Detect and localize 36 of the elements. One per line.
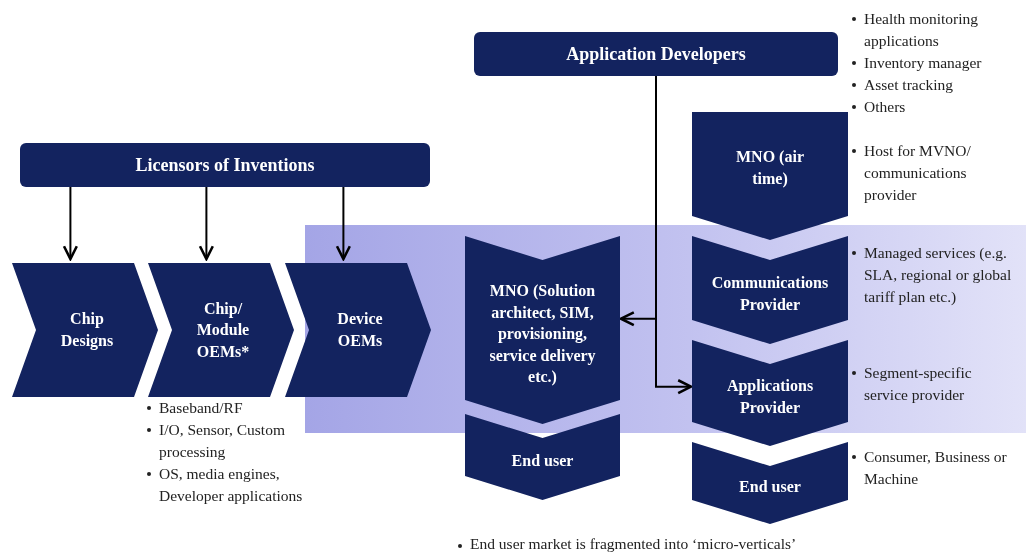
chevron-stage — [692, 442, 848, 524]
chevron-stage — [465, 414, 620, 500]
chevron-stage — [692, 112, 848, 240]
arrow — [62, 186, 79, 261]
bullet-text: Inventory manager — [864, 54, 982, 71]
chevron-step — [12, 263, 158, 397]
node-label: MNO (Solution architect, SIM, provisioning, service delivery etc.) — [488, 281, 597, 388]
bullet-text: I/O, Sensor, Custom processing — [159, 421, 285, 460]
title-bar — [474, 32, 838, 76]
node-label: Chip/ Module OEMs* — [195, 298, 251, 362]
bullet-text: Consumer, Business or Machine — [864, 448, 1007, 487]
bullet-text: OS, media engines, Developer applications — [159, 465, 303, 504]
node-label: Application Developers — [566, 42, 746, 66]
node-label: Communications Provider — [710, 273, 830, 315]
node-label: End user — [739, 477, 801, 498]
chevron-stage — [692, 340, 848, 446]
bullet-text: Health monitoring applications — [864, 10, 979, 49]
node-label: Applications Provider — [725, 376, 815, 418]
bullet-text: Host for MVNO/ communications provider — [864, 142, 971, 203]
arrow — [198, 186, 215, 261]
bullet-text: Segment-specific service provider — [864, 364, 972, 403]
chevron-step — [285, 263, 431, 397]
chevron-stage — [692, 236, 848, 344]
node-label: MNO (air time) — [735, 147, 805, 190]
arrow — [335, 186, 352, 261]
footnote: End user market is fragmented into ‘micro-verticals’ — [470, 535, 797, 552]
bullet-text: Asset tracking — [864, 76, 954, 93]
node-label: Licensors of Inventions — [135, 153, 315, 177]
bullet-text: Others — [864, 98, 906, 115]
node-label: End user — [511, 451, 574, 472]
title-bar — [20, 143, 430, 187]
node-label: Chip Designs — [59, 309, 115, 352]
bullet-text: Managed services (e.g. SLA, regional or global tariff plan etc.) — [864, 244, 1012, 305]
node-label: Device OEMs — [336, 309, 384, 351]
chevron-step — [148, 263, 294, 397]
bullet-text: Baseband/RF — [159, 399, 243, 416]
